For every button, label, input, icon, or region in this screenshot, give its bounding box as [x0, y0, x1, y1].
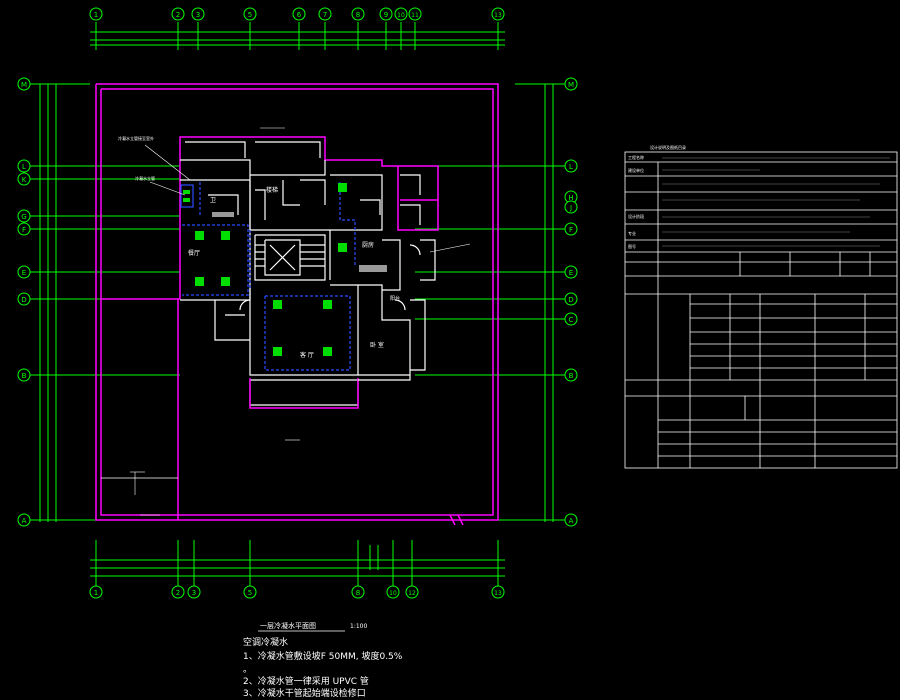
- left-axis-bubbles: M L K G F E D B A: [17, 77, 31, 527]
- bottom-axis-bubbles: 1 2 3 5 8 10 12 13: [89, 585, 505, 599]
- axis-D-left: D: [21, 296, 26, 304]
- plan-title: 一层冷凝水平面图: [260, 621, 316, 630]
- riser-box: [180, 184, 194, 208]
- axis-9-top: 9: [384, 11, 388, 19]
- room-labels: 楼梯 卫 厨房 餐厅 客 厅 卧 室 阳台: [188, 186, 400, 359]
- room-label-kitchen: 厨房: [362, 241, 374, 249]
- room-label-living: 客 厅: [300, 351, 314, 359]
- notes-heading: 空调冷凝水: [243, 636, 288, 648]
- tb-row-drawing-no: 图号: [628, 243, 636, 249]
- axis-1-bottom: 1: [94, 589, 98, 597]
- axis-C-right: C: [569, 316, 574, 324]
- axis-5-top: 5: [248, 11, 252, 19]
- axis-10-top: 10: [397, 12, 405, 19]
- axis-5-bottom: 5: [248, 589, 252, 597]
- axis-2-bottom: 2: [176, 589, 180, 597]
- ac-unit: [323, 347, 332, 356]
- leader-left: 冷凝水立管: [135, 175, 155, 181]
- axis-F-right: F: [569, 226, 573, 234]
- riser-unit: [183, 190, 190, 194]
- axis-11-top: 11: [411, 12, 419, 19]
- axis-13-top: 13: [494, 12, 502, 19]
- axis-1-top: 1: [94, 11, 98, 19]
- site-boundary: [95, 83, 499, 521]
- building-walls: [179, 136, 464, 526]
- axis-M-left: M: [21, 81, 27, 89]
- top-dimension-lines: [90, 22, 505, 50]
- title-block: 设计说明及图纸目录 工程名称 建设单位: [624, 144, 898, 469]
- right-axis-bubbles: M L H J F E D C B A: [564, 77, 578, 527]
- axis-M-right: M: [568, 81, 574, 89]
- notes-line-1: 1、冷凝水管敷设坡F 50MM, 坡度0.5%: [243, 650, 403, 662]
- axis-2-top: 2: [176, 11, 180, 19]
- plan-grid-ticks: [90, 165, 515, 521]
- axis-13-bottom: 13: [494, 590, 502, 597]
- axis-B-right: B: [569, 372, 574, 380]
- leader-top: 冷凝水立管接至室外: [118, 135, 154, 141]
- axis-H-right: H: [568, 194, 573, 202]
- room-label-stair: 楼梯: [266, 186, 278, 194]
- ac-unit: [195, 231, 204, 240]
- axis-A-left: A: [22, 517, 27, 525]
- ac-units: [180, 183, 387, 356]
- design-notes: 空调冷凝水 1、冷凝水管敷设坡F 50MM, 坡度0.5% 。 2、冷凝水管一律…: [243, 636, 403, 699]
- axis-L-right: L: [569, 163, 573, 171]
- markers: [130, 127, 300, 516]
- axis-B-left: B: [22, 372, 27, 380]
- notes-line-3: 3、冷凝水干管起始端设检修口: [243, 687, 366, 699]
- axis-7-top: 7: [323, 11, 327, 19]
- ac-unit: [338, 243, 347, 252]
- tb-row-client: 建设单位: [628, 167, 644, 173]
- axis-K-left: K: [22, 176, 27, 184]
- axis-3-bottom: 3: [192, 589, 196, 597]
- room-label-dining: 餐厅: [188, 249, 200, 257]
- ac-unit: [273, 347, 282, 356]
- axis-L-left: L: [22, 163, 26, 171]
- axis-8-top: 8: [356, 11, 360, 19]
- axis-6-top: 6: [297, 11, 302, 19]
- riser-unit: [183, 198, 190, 202]
- ac-unit: [323, 300, 332, 309]
- axis-E-left: E: [22, 269, 26, 277]
- ac-unit: [221, 277, 230, 286]
- bottom-dimension-lines: [90, 540, 505, 588]
- axis-E-right: E: [569, 269, 573, 277]
- ac-unit: [273, 300, 282, 309]
- axis-F-left: F: [22, 226, 26, 234]
- kitchen-counter: [359, 265, 387, 272]
- room-label-wc: 卫: [210, 197, 216, 204]
- leader-labels: 冷凝水立管接至室外 冷凝水立管: [118, 135, 471, 253]
- tb-row-project: 工程名称: [628, 154, 644, 160]
- axis-D-right: D: [568, 296, 573, 304]
- plan-scale: 1:100: [350, 623, 367, 630]
- axis-10-bottom: 10: [389, 590, 397, 597]
- room-label-balcony: 阳台: [390, 295, 400, 302]
- top-axis-bubbles: 1 2 3 5 6 7 8 9 10 11 13: [89, 7, 505, 21]
- tb-row-stage: 设计阶段: [628, 213, 644, 219]
- title-block-header: 设计说明及图纸目录: [650, 144, 686, 150]
- condensate-pipes: [182, 182, 356, 371]
- side-dimension-lines: [30, 83, 565, 522]
- axis-3-top: 3: [196, 11, 200, 19]
- ac-unit: [338, 183, 347, 192]
- notes-line-2: 2、冷凝水管一律采用 UPVC 管: [243, 675, 369, 687]
- notes-line-1b: 。: [243, 665, 252, 675]
- ac-unit: [221, 231, 230, 240]
- axis-A-right: A: [569, 517, 574, 525]
- plan-title-group: 一层冷凝水平面图 1:100: [258, 621, 367, 632]
- axis-G-left: G: [21, 213, 26, 221]
- axis-J-right: J: [569, 204, 572, 212]
- counter: [212, 212, 234, 217]
- axis-12-bottom: 12: [408, 590, 416, 597]
- tb-row-discipline: 专业: [628, 230, 636, 236]
- axis-8-bottom: 8: [356, 589, 360, 597]
- room-label-bedroom: 卧 室: [370, 341, 384, 349]
- ac-unit: [195, 277, 204, 286]
